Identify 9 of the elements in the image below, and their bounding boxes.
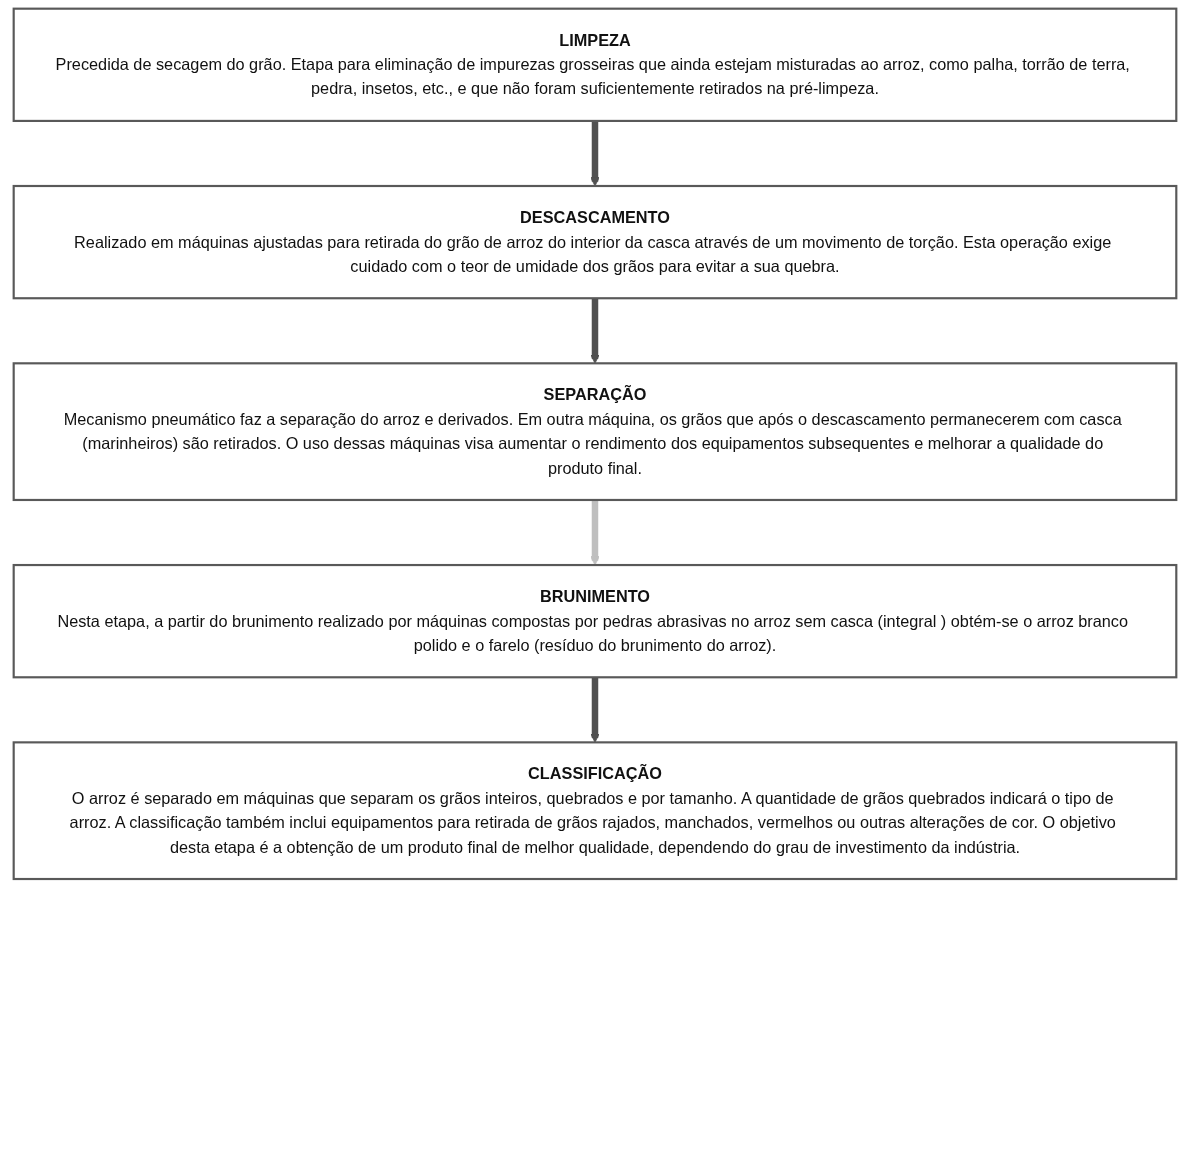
node-box: DESCASCAMENTO Realizado em máquinas ajustadas para retirada do grão de arroz do interior da casca através de um movimento de torção. Esta operação exige cuidado com o teor de umidade dos grãos para evitar a sua quebra. [12, 184, 1177, 300]
arrow [589, 499, 600, 566]
arrow [589, 677, 600, 743]
node-box: LIMPEZA Precedida de secagem do grão. Etapa para eliminação de impurezas grosseiras que ainda estejam misturadas ao arroz, como palha, torrão de terra, pedra, insetos, etc., e que não foram suficientemente retirados na pré-limpeza. [12, 7, 1177, 122]
node-box: CLASSIFICAÇÃO O arroz é separado em máquinas que separam os grãos inteiros, quebrados e por tamanho. A quantidade de grãos quebrados indicará o tipo de arroz. A classificação também inclui equipamentos para retirada de grãos rajados, manchados, vermelhos ou outras alterações de cor. O objetivo desta etapa é a obtenção de um produto final de melhor qualidade, dependendo do grau de investimento da indústria. [12, 741, 1177, 881]
node-box: BRUNIMENTO Nesta etapa, a partir do brunimento realizado por máquinas compostas por pedras abrasivas no arroz sem casca (integral ) obtém-se o arroz branco polido e o farelo (resíduo do brunimento do arroz). [12, 563, 1177, 679]
node-box: SEPARAÇÃO Mecanismo pneumático faz a separação do arroz e derivados. Em outra máquina, os grãos que após o descascamento permanecerem com casca (marinheiros) são retirados. O uso dessas máquinas visa aumentar o rendimento dos equipamentos subsequentes e melhorar a qualidade do produto final. [12, 362, 1177, 502]
arrow [589, 120, 600, 187]
arrow [589, 298, 600, 364]
